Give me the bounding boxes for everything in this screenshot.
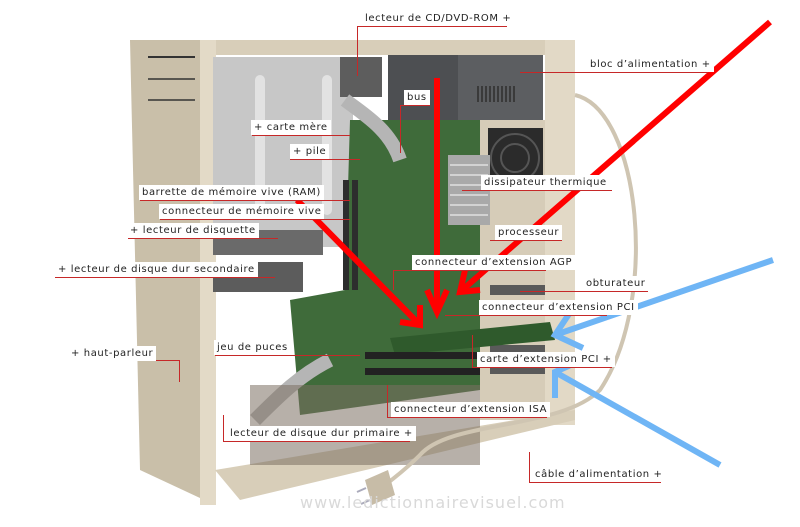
ram-sticks: [343, 180, 358, 290]
leader-psu: [520, 72, 708, 73]
label-power-supply[interactable]: bloc d’alimentation +: [587, 57, 714, 72]
leader-isa-v: [387, 385, 388, 417]
leader-pci-card-v: [472, 335, 473, 367]
label-ram-module: barrette de mémoire vive (RAM): [139, 185, 324, 200]
leader-agp: [393, 270, 546, 271]
label-ram-connector: connecteur de mémoire vive: [159, 204, 325, 219]
plug-prongs: [356, 487, 371, 505]
cd-dvd-drive: [340, 57, 382, 97]
label-isa-connector: connecteur d’extension ISA: [391, 402, 551, 417]
red-arrow-1-head: [399, 305, 423, 329]
red-arrows: [294, 19, 772, 329]
leader-agp-v: [393, 270, 394, 290]
leader-heatsink: [462, 190, 612, 191]
leader-motherboard: [252, 135, 350, 136]
red-arrow-3-head: [456, 269, 481, 296]
power-supply-vents: [477, 86, 515, 102]
blue-arrow-1: [554, 257, 774, 338]
label-chipset: jeu de puces: [214, 340, 291, 355]
leader-isa: [387, 417, 547, 418]
power-cable: [378, 93, 638, 492]
red-arrow-3: [458, 19, 772, 295]
leader-ram: [140, 200, 350, 201]
power-plug: [365, 470, 395, 505]
leader-floppy: [128, 238, 278, 239]
fan-ring: [500, 143, 530, 173]
label-pci-card[interactable]: carte d’extension PCI +: [477, 352, 615, 367]
leader-primary-hdd-v: [223, 415, 224, 441]
leader-pci: [445, 315, 607, 316]
leader-secondary-hdd: [55, 277, 275, 278]
watermark: www.ledictionnairevisuel.com: [300, 493, 566, 512]
blue-arrow-2: [553, 369, 722, 468]
ribbon-cable: [340, 94, 407, 163]
label-battery[interactable]: + pile: [290, 144, 330, 159]
leader-bus-v: [400, 105, 401, 153]
leader-ram-connector: [160, 219, 350, 220]
leader-speaker-v: [179, 360, 180, 382]
cage-rail: [255, 75, 265, 215]
leader-cd-v: [357, 26, 358, 76]
label-cd-dvd-rom[interactable]: lecteur de CD/DVD-ROM +: [362, 11, 515, 26]
label-bus: bus: [404, 90, 430, 105]
leader-power-cable: [529, 482, 661, 483]
label-agp-connector: connecteur d’extension AGP: [412, 255, 576, 270]
isa-slot: [365, 352, 480, 359]
label-secondary-hdd[interactable]: + lecteur de disque dur secondaire: [55, 262, 258, 277]
leader-chipset: [215, 355, 360, 356]
label-heat-sink: dissipateur thermique: [481, 175, 610, 190]
label-power-cable[interactable]: câble d’alimentation +: [532, 467, 666, 482]
leader-bus: [400, 105, 430, 106]
leader-blanking: [520, 291, 648, 292]
label-speaker[interactable]: + haut-parleur: [68, 346, 157, 361]
power-supply-side: [458, 55, 543, 120]
label-blanking-plate: obturateur: [583, 276, 649, 291]
label-primary-hdd[interactable]: lecteur de disque dur primaire +: [227, 426, 416, 441]
label-motherboard[interactable]: + carte mère: [251, 120, 331, 135]
leader-pci-card: [472, 367, 612, 368]
label-processor: processeur: [495, 225, 563, 240]
red-arrow-2-head: [424, 288, 450, 320]
case-floor-shadow: [250, 385, 480, 465]
isa-slot: [365, 368, 480, 375]
leader-cd: [357, 26, 507, 27]
red-arrow-1: [294, 197, 423, 328]
leader-power-cable-v: [529, 452, 530, 482]
leader-primary-hdd: [223, 441, 410, 442]
case-top: [130, 40, 575, 55]
leader-battery: [290, 159, 360, 160]
label-floppy-drive[interactable]: + lecteur de disquette: [127, 223, 259, 238]
leader-processor: [490, 240, 562, 241]
label-pci-connector: connecteur d’extension PCI: [479, 300, 638, 315]
